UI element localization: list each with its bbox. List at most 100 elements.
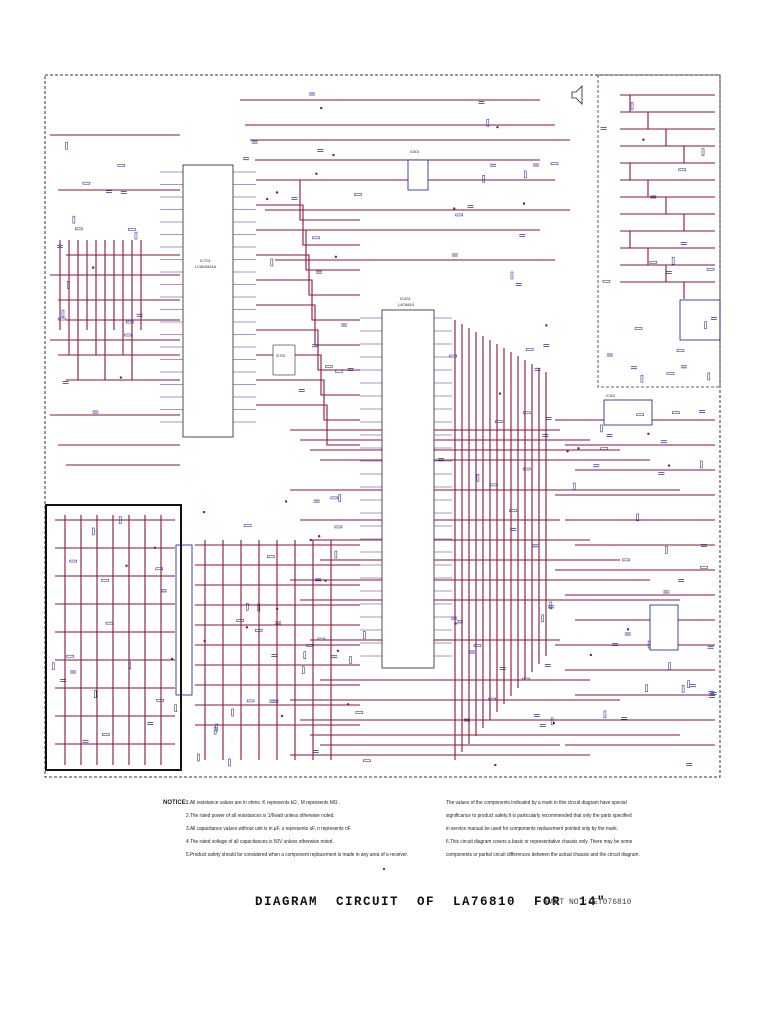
resistor-symbol [101, 578, 109, 582]
capacitor-symbol [519, 234, 526, 237]
capacitor-symbol [347, 368, 354, 371]
components [52, 92, 717, 767]
note-right-3: in service manual be used for components… [446, 826, 618, 832]
capacitor-symbol [542, 434, 549, 438]
trace [256, 354, 360, 396]
junction-dot [245, 626, 249, 629]
power-transformer [175, 544, 193, 696]
trace [256, 254, 360, 296]
resistor-symbol [671, 257, 675, 265]
junction-dot [347, 703, 350, 706]
capacitor-symbol [309, 92, 316, 96]
circuit-traces [50, 94, 715, 765]
resistor-symbol [254, 629, 263, 632]
trace [256, 204, 360, 246]
capacitor-symbol [515, 283, 522, 287]
trace [256, 329, 360, 371]
capacitor-symbol [315, 578, 322, 582]
divider-dot [383, 868, 385, 870]
resistor-symbol [706, 268, 715, 271]
resistor-symbol [523, 411, 531, 415]
resistor-symbol [246, 699, 255, 703]
resistor-symbol [668, 662, 671, 670]
note-right-4: 6.This circuit diagram covers a basic or… [446, 839, 633, 845]
resistor-symbol [105, 621, 114, 625]
trace [256, 229, 360, 271]
micro-ic-label: IC701 [200, 258, 211, 263]
capacitor-symbol [534, 367, 541, 371]
capacitor-symbol [709, 695, 716, 698]
capacitor-symbol [678, 579, 685, 582]
capacitor-symbol [650, 195, 657, 199]
capacitor-symbol [251, 140, 258, 144]
resistor-symbol [602, 280, 611, 283]
vert-ic-label: IC301 [606, 394, 615, 398]
capacitor-symbol [600, 127, 607, 130]
junction-dot [647, 432, 650, 435]
junction-dot [280, 714, 284, 718]
resistor-symbol [636, 413, 644, 417]
resistor-symbol [572, 482, 576, 491]
trace [256, 379, 360, 421]
junction-dot [153, 546, 157, 550]
capacitor-symbol [316, 270, 323, 274]
junction-dot [454, 622, 457, 625]
capacitor-symbol [532, 544, 539, 548]
junction-dot [315, 172, 318, 175]
capacitor-symbol [621, 716, 628, 720]
capacitor-symbol [298, 389, 305, 392]
capacitor-symbol [313, 499, 320, 503]
resistor-symbol [330, 496, 339, 500]
resistor-symbol [228, 758, 231, 767]
capacitor-symbol [62, 381, 69, 384]
junction-dot [119, 376, 123, 379]
resistor-symbol [317, 637, 326, 641]
capacitor-symbol [478, 101, 485, 104]
resistor-symbol [61, 309, 65, 318]
capacitor-symbol [547, 605, 554, 609]
capacitor-symbol [490, 163, 497, 167]
junction-dot [202, 510, 206, 514]
capacitor-symbol [624, 632, 631, 636]
resistor-symbol [524, 170, 527, 179]
capacitor-symbol [593, 464, 600, 468]
notice-label: NOTICE: [163, 800, 188, 806]
resistor-symbol [672, 411, 680, 414]
resistor-symbol [476, 473, 480, 482]
capacitor-symbol [311, 344, 318, 348]
resistor-symbol [128, 661, 131, 670]
power-supply-box [45, 504, 182, 771]
capacitor-symbol [312, 750, 319, 753]
junction-dot [320, 106, 323, 110]
resistor-symbol [363, 631, 366, 639]
capacitor-symbol [451, 616, 458, 620]
speaker-icon [571, 85, 583, 105]
capacitor-symbol [70, 670, 77, 674]
junction-dot [496, 125, 499, 129]
resistor-symbol [550, 162, 559, 165]
resistor-symbol [245, 603, 249, 611]
resistor-symbol [666, 372, 675, 375]
note-right-2: significance to product safety.It is par… [446, 813, 632, 819]
resistor-symbol [522, 677, 530, 681]
capacitor-symbol [82, 739, 89, 743]
junction-dot [545, 324, 548, 327]
capacitor-symbol [686, 763, 693, 766]
resistor-symbol [645, 684, 648, 692]
resistor-symbol [509, 509, 517, 513]
capacitor-symbol [242, 157, 249, 161]
capacitor-symbol [533, 714, 540, 717]
capacitor-symbol [699, 410, 706, 413]
resistor-symbol [681, 684, 685, 693]
capacitor-symbol [544, 664, 551, 667]
eeprom-body [272, 344, 296, 376]
resistor-symbol [174, 704, 177, 712]
resistor-symbol [58, 317, 66, 321]
resistor-symbol [215, 723, 218, 732]
resistor-symbol [701, 148, 705, 156]
capacitor-symbol [275, 621, 282, 625]
schematic-border [44, 74, 721, 778]
junction-dot [324, 579, 327, 582]
capacitor-symbol [57, 244, 64, 248]
resistor-symbol [687, 680, 690, 688]
